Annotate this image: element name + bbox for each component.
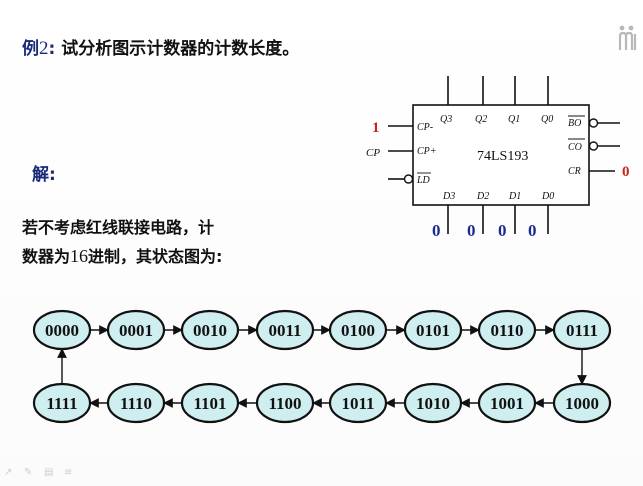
state-label: 1010 [416, 394, 450, 413]
description-line-1: 若不考虑红线联接电路，计 [22, 218, 215, 237]
pin-bo-label: BO [568, 118, 581, 129]
chip-body [412, 104, 590, 206]
state-node-1010: 1010 [403, 382, 463, 424]
state-label: 0100 [341, 321, 375, 340]
co-inverter-bubble [588, 141, 599, 151]
pin-co-label: CO [568, 142, 582, 153]
cp-down-value: 1 [372, 120, 380, 136]
description-line-2-start: 数器为 [22, 247, 71, 266]
state-label: 0111 [566, 321, 598, 340]
state-label: 0101 [416, 321, 450, 340]
d0-value: 0 [528, 221, 537, 240]
state-label: 1110 [120, 394, 152, 413]
state-label: 0010 [193, 321, 227, 340]
state-label: 1011 [341, 394, 374, 413]
state-node-0110: 0110 [477, 309, 537, 351]
state-node-1100: 1100 [255, 382, 315, 424]
description-line-2: 数器为16进制，其状态图为: [22, 242, 342, 271]
state-label: 1101 [193, 394, 226, 413]
d3-value: 0 [432, 221, 441, 240]
state-node-0000: 0000 [32, 309, 92, 351]
bo-inverter-bubble [588, 118, 599, 128]
menu-icon[interactable]: ≡ [64, 467, 73, 478]
slides-icon[interactable]: ▤ [44, 467, 54, 478]
state-node-1001: 1001 [477, 382, 537, 424]
solution-label: 解: [32, 165, 56, 185]
chip-name: 74LS193 [477, 149, 528, 164]
state-node-1000: 1000 [552, 382, 612, 424]
state-node-1011: 1011 [328, 382, 388, 424]
example-title: 例2: 试分析图示计数器的计数长度。 [22, 34, 299, 60]
state-label: 0001 [119, 321, 153, 340]
pin-q0-label: Q0 [541, 114, 553, 125]
pin-q2-label: Q2 [475, 114, 487, 125]
d1-value: 0 [498, 221, 507, 240]
state-node-0101: 0101 [403, 309, 463, 351]
cp-external-label: CP [366, 147, 380, 159]
pin-cp-up-label: CP+ [417, 146, 437, 157]
state-node-0011: 0011 [255, 309, 315, 351]
pin-ld-label: LD [416, 175, 431, 186]
arrow-icon[interactable]: ↗ [4, 467, 13, 478]
state-node-0010: 0010 [180, 309, 240, 351]
description-text: 若不考虑红线联接电路，计 数器为16进制，其状态图为: [22, 214, 342, 271]
state-node-0100: 0100 [328, 309, 388, 351]
pin-cr-label: CR [568, 166, 581, 177]
state-node-0001: 0001 [106, 309, 166, 351]
pin-d2-label: D2 [476, 191, 489, 202]
example-separator: : [48, 39, 56, 59]
example-number: 2 [39, 38, 49, 59]
pen-icon[interactable]: ✎ [24, 467, 33, 478]
state-node-1111: 1111 [32, 382, 92, 424]
state-label: 0110 [490, 321, 523, 340]
description-modulus: 16 [70, 246, 89, 266]
pin-d3-label: D3 [442, 191, 455, 202]
state-label: 0011 [268, 321, 301, 340]
d2-value: 0 [467, 221, 476, 240]
state-diagram: 0000 0001 0010 0011 0100 0101 0110 0111 1111 1110… [32, 309, 612, 424]
state-node-1110: 1110 [106, 382, 166, 424]
pin-d1-label: D1 [508, 191, 521, 202]
description-line-2-end: 进制，其状态图为: [88, 247, 223, 266]
pin-q3-label: Q3 [440, 114, 452, 125]
ld-inverter-bubble [403, 174, 414, 184]
pin-q1-label: Q1 [508, 114, 520, 125]
state-label: 1100 [268, 394, 301, 413]
state-label: 1111 [46, 394, 77, 413]
state-node-0111: 0111 [552, 309, 612, 351]
state-label: 0000 [45, 321, 79, 340]
example-label: 例 [22, 39, 39, 59]
pin-cp-down-label: CP- [417, 122, 433, 133]
state-label: 1000 [565, 394, 599, 413]
counter-chip-diagram: 74LS193 Q3 Q2 Q1 Q0 1 CP- CP CP+ LD BO C… [366, 76, 630, 240]
logo-icon [618, 25, 637, 50]
state-node-1101: 1101 [180, 382, 240, 424]
cr-value: 0 [622, 164, 630, 180]
state-label: 1001 [490, 394, 524, 413]
example-question: 试分析图示计数器的计数长度。 [61, 39, 300, 59]
pin-d0-label: D0 [541, 191, 554, 202]
slideshow-toolbar: ↗ ✎ ▤ ≡ [4, 468, 76, 482]
